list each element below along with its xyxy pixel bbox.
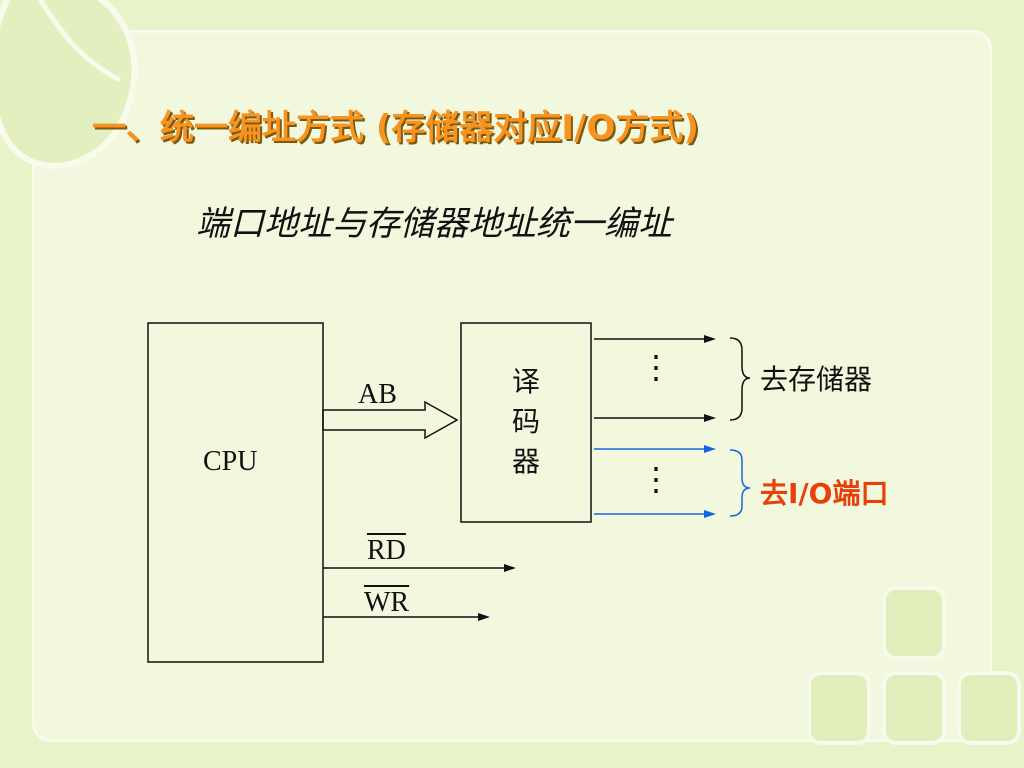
cpu-label: CPU [203, 446, 258, 477]
mouse-decoration-icon [0, 0, 138, 169]
memory-arrowhead-top [704, 335, 716, 343]
wr-label: WR [364, 587, 410, 618]
slide-frame [32, 30, 992, 742]
io-target-label: 去I/O端口 [760, 477, 889, 510]
io-dots: ⋮ [640, 461, 672, 497]
io-brace [729, 449, 751, 517]
io-arrowhead-top [704, 445, 716, 453]
page-subtitle: 端口地址与存储器地址统一编址 [196, 204, 672, 244]
decoder-label: 译 码 器 [511, 365, 540, 478]
rd-label: RD [367, 535, 406, 566]
memory-target-label: 去存储器 [760, 363, 873, 396]
decoder-box [460, 322, 592, 523]
page-title: 一、统一编址方式 (存储器对应I/O方式) [92, 108, 699, 148]
address-bus-arrow [322, 400, 459, 440]
ab-label: AB [358, 379, 397, 410]
wr-arrowhead [478, 613, 490, 621]
memory-brace [729, 337, 751, 421]
cpu-box [147, 322, 324, 663]
keyboard-keys-decoration-icon [807, 586, 1021, 745]
memory-arrowhead-bottom [704, 414, 716, 422]
memory-dots: ⋮ [640, 349, 672, 385]
io-arrowhead-bottom [704, 510, 716, 518]
rd-arrowhead [504, 564, 516, 572]
